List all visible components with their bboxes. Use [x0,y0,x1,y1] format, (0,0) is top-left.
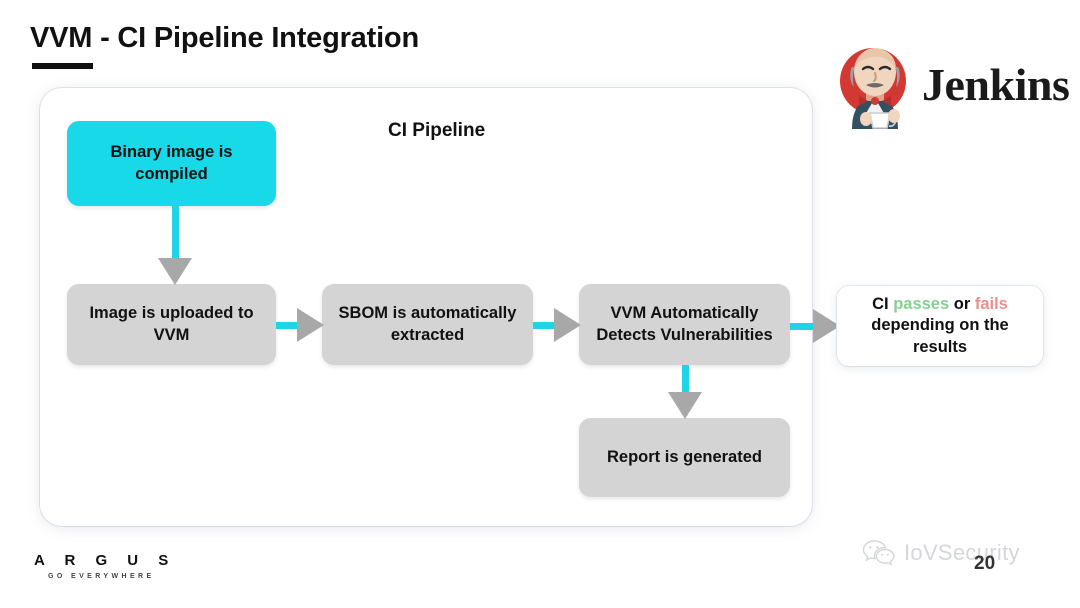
arrow-head [297,308,324,342]
result-suffix: depending on the results [871,316,1009,356]
arrow-upload-to-sbom-icon [276,308,324,342]
arrow-sbom-to-detect-icon [533,308,581,342]
flow-box-sbom-extracted[interactable]: SBOM is automatically extracted [322,284,533,365]
result-pass-word: passes [893,294,950,313]
arrow-detect-to-result-icon [790,309,840,343]
flow-box-image-uploaded[interactable]: Image is uploaded to VVM [67,284,276,365]
result-prefix: CI [872,294,894,313]
arrow-detect-to-report-icon [665,365,705,419]
arrow-head [158,258,192,285]
argus-wordmark: A R G U S [34,552,177,569]
wechat-icon [862,538,896,568]
flow-box-vvm-detects-vulnerabilities[interactable]: VVM Automatically Detects Vulnerabilitie… [579,284,790,365]
ci-result-card[interactable]: CI passes or fails depending on the resu… [837,286,1043,366]
arrow-head [554,308,581,342]
argus-logo: A R G U S GO EVERYWHERE [34,552,194,580]
result-conjunction: or [949,294,975,313]
arrow-head [668,392,702,419]
arrow-binary-to-upload-icon [155,205,195,285]
jenkins-logo: Jenkins [832,38,1070,132]
arrow-head [813,309,840,343]
arrow-shaft [790,322,817,330]
ci-pipeline-label: CI Pipeline [388,120,486,141]
arrow-shaft [276,321,302,329]
ci-result-text: CI passes or fails depending on the resu… [845,294,1035,358]
arrow-shaft [681,365,689,395]
argus-tagline: GO EVERYWHERE [48,573,155,580]
watermark-label: IoVSecurity [904,540,1020,565]
page-title: VVM - CI Pipeline Integration [30,22,419,54]
iovsecurity-watermark: IoVSecurity [862,538,1020,568]
jenkins-butler-icon [832,41,918,129]
arrow-shaft [533,321,559,329]
result-fail-word: fails [974,294,1008,313]
flow-box-report-generated[interactable]: Report is generated [579,418,790,497]
title-underline-accent [32,63,93,69]
arrow-shaft [171,205,179,260]
jenkins-wordmark: Jenkins [922,59,1070,110]
page-number: 20 [974,553,996,574]
flow-box-binary-image-compiled[interactable]: Binary image is compiled [67,121,276,206]
